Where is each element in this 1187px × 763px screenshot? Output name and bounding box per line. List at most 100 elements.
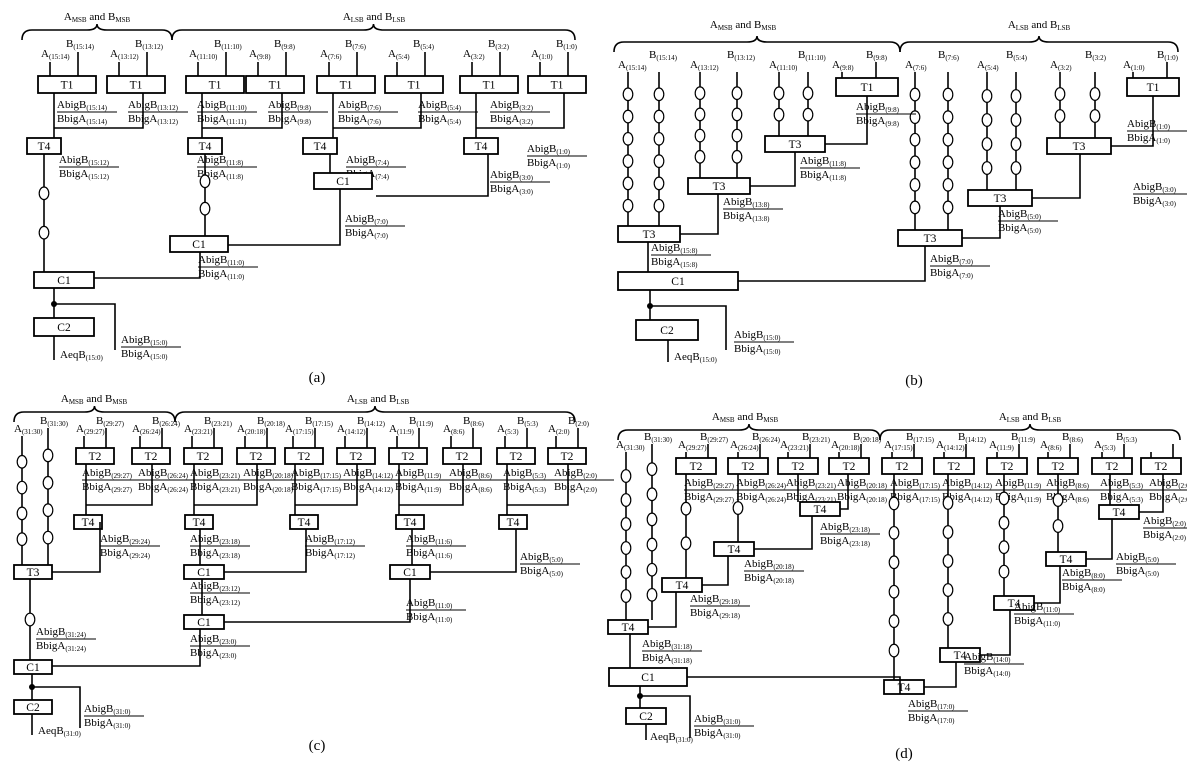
block-label: C1 bbox=[403, 567, 417, 579]
block-label: C1 bbox=[192, 239, 206, 251]
delay-element bbox=[773, 86, 785, 101]
signal-label: AbigB(11:6) bbox=[406, 533, 453, 546]
msb-bracket bbox=[13, 405, 176, 423]
input-label: A(8:6) bbox=[443, 423, 465, 436]
input-label: B(2:0) bbox=[568, 415, 590, 428]
wire bbox=[754, 516, 813, 550]
wire bbox=[194, 464, 258, 506]
block-label: C1 bbox=[641, 672, 655, 684]
signal-label: AbigB(5:0) bbox=[520, 551, 564, 564]
bracket-label: AMSB and BMSB bbox=[61, 393, 128, 406]
input-label: B(5:3) bbox=[1116, 431, 1138, 444]
block-label: T1 bbox=[408, 80, 421, 92]
block-t2 bbox=[236, 447, 276, 465]
signal-label: AbigB(1:0) bbox=[1127, 118, 1171, 131]
block-t2 bbox=[131, 447, 171, 465]
wire bbox=[476, 93, 565, 129]
signal-label: BbigA(29:18) bbox=[690, 607, 741, 620]
delay-element bbox=[646, 562, 658, 577]
block-t2 bbox=[388, 447, 428, 465]
signal-label: AbigB(29:27) bbox=[82, 467, 133, 480]
input-label: B(5:4) bbox=[413, 38, 435, 51]
signal-label: AbigB(8:6) bbox=[1046, 477, 1090, 490]
delay-element bbox=[731, 107, 743, 122]
signal-label: AbigB(23:18) bbox=[820, 521, 871, 534]
input-label: A(31:30) bbox=[14, 423, 43, 436]
block-t2 bbox=[986, 457, 1028, 475]
block-c2 bbox=[13, 699, 53, 715]
signal-label: AbigB(2:0) bbox=[1143, 515, 1187, 528]
block-t2 bbox=[336, 447, 376, 465]
block-t1 bbox=[185, 75, 245, 94]
delay-element bbox=[1010, 161, 1022, 175]
block-label: T2 bbox=[843, 461, 856, 473]
input-label: A(11:9) bbox=[389, 423, 414, 436]
block-label: C2 bbox=[639, 711, 653, 723]
block-label: T3 bbox=[713, 181, 726, 193]
block-t2 bbox=[933, 457, 975, 475]
input-label: B(9:8) bbox=[866, 49, 888, 62]
block-t4 bbox=[302, 137, 338, 155]
input-label: B(23:21) bbox=[204, 415, 233, 428]
wire bbox=[376, 154, 489, 197]
wire bbox=[1111, 96, 1154, 147]
delay-element bbox=[694, 107, 706, 122]
delay-element bbox=[942, 525, 954, 539]
block-t4 bbox=[73, 514, 103, 530]
block-c1 bbox=[13, 659, 53, 675]
signal-label: AbigB(23:12) bbox=[190, 580, 241, 593]
block-t2 bbox=[675, 457, 717, 475]
input-label: A(2:0) bbox=[548, 423, 570, 436]
delay-element bbox=[909, 155, 921, 170]
signal-label: BbigA(7:0) bbox=[930, 267, 974, 280]
delay-element bbox=[653, 154, 665, 169]
signal-label: AbigB(5:3) bbox=[1100, 477, 1144, 490]
signal-label: BbigA(15:12) bbox=[59, 168, 110, 181]
wire bbox=[1086, 519, 1113, 560]
delay-element bbox=[1089, 109, 1101, 123]
signal-label: AbigB(31:0) bbox=[84, 703, 131, 716]
block-c2 bbox=[33, 317, 95, 337]
input-label: B(17:15) bbox=[906, 431, 935, 444]
input-label: A(15:14) bbox=[618, 59, 647, 72]
signal-label: AbigB(14:0) bbox=[964, 651, 1011, 664]
delay-element bbox=[1052, 519, 1064, 533]
signal-label: BbigA(23:21) bbox=[190, 481, 241, 494]
input-label: B(7:6) bbox=[938, 49, 960, 62]
delay-element bbox=[998, 491, 1010, 506]
delay-element bbox=[653, 198, 665, 213]
msb-bracket bbox=[21, 23, 173, 41]
signal-label: AbigB(5:0) bbox=[1116, 551, 1160, 564]
block-label: C2 bbox=[57, 322, 71, 334]
block-label: T2 bbox=[1155, 461, 1168, 473]
block-label: T1 bbox=[130, 80, 143, 92]
block-label: T2 bbox=[456, 451, 469, 463]
input-label: B(11:10) bbox=[798, 49, 826, 62]
signal-label: AbigB(26:24) bbox=[138, 467, 189, 480]
signal-label: AbigB(13:8) bbox=[723, 196, 770, 209]
signal-label: BbigA(11:0) bbox=[1014, 615, 1061, 628]
block-label: C1 bbox=[197, 567, 211, 579]
block-t2 bbox=[1091, 457, 1133, 475]
input-label: B(31:30) bbox=[40, 415, 69, 428]
block-label: T1 bbox=[861, 82, 874, 94]
signal-label: BbigA(23:18) bbox=[820, 535, 871, 548]
signal-label: AbigB(15:0) bbox=[734, 329, 781, 342]
signal-label: BbigA(29:24) bbox=[100, 547, 151, 560]
delay-element bbox=[942, 177, 954, 192]
delay-element bbox=[942, 87, 954, 102]
signal-label: BbigA(11:6) bbox=[406, 547, 453, 560]
wire bbox=[738, 246, 926, 282]
signal-label: AbigB(11:0) bbox=[406, 597, 453, 610]
block-t2 bbox=[442, 447, 482, 465]
delay-element bbox=[620, 493, 632, 507]
wire bbox=[52, 629, 201, 667]
block-label: T3 bbox=[1073, 141, 1086, 153]
input-label: A(17:15) bbox=[884, 439, 913, 452]
signal-label: BbigA(8:0) bbox=[1062, 581, 1106, 594]
block-label: C1 bbox=[336, 176, 350, 188]
signal-label: BbigA(15:0) bbox=[734, 343, 781, 356]
delay-element bbox=[942, 612, 954, 626]
block-t2 bbox=[881, 457, 923, 475]
signal-label: AbigB(23:18) bbox=[190, 533, 241, 546]
